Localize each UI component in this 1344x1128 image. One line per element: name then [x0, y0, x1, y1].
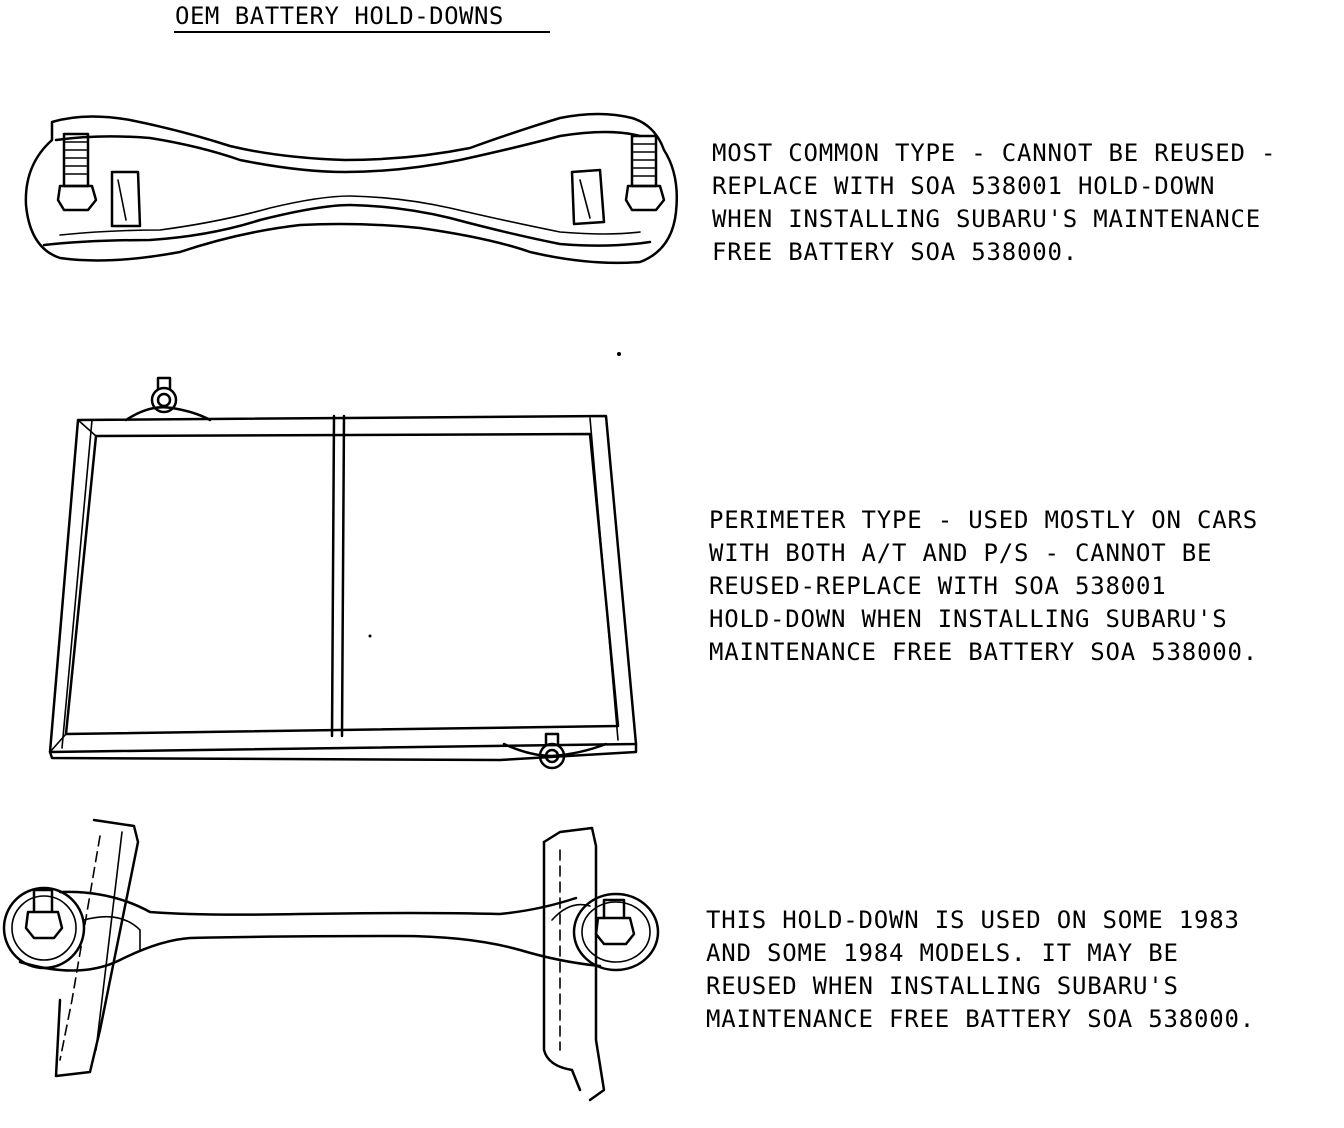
- description-line: REUSED WHEN INSTALLING SUBARU'S: [706, 972, 1179, 1000]
- description-line: WITH BOTH A/T AND P/S - CANNOT BE: [709, 539, 1213, 567]
- title-underline: [174, 31, 550, 33]
- bar-type-description: THIS HOLD-DOWN IS USED ON SOME 1983 AND …: [706, 904, 1255, 1036]
- description-line: PERIMETER TYPE - USED MOSTLY ON CARS: [709, 506, 1258, 534]
- common-type-description: MOST COMMON TYPE - CANNOT BE REUSED - RE…: [712, 137, 1276, 269]
- perimeter-type-description: PERIMETER TYPE - USED MOSTLY ON CARS WIT…: [709, 504, 1258, 669]
- description-line: REPLACE WITH SOA 538001 HOLD-DOWN: [712, 172, 1216, 200]
- description-line: FREE BATTERY SOA 538000.: [712, 238, 1078, 266]
- description-line: MAINTENANCE FREE BATTERY SOA 538000.: [706, 1005, 1255, 1033]
- description-line: THIS HOLD-DOWN IS USED ON SOME 1983: [706, 906, 1240, 934]
- page-title: OEM BATTERY HOLD-DOWNS: [175, 2, 504, 30]
- description-line: WHEN INSTALLING SUBARU'S MAINTENANCE: [712, 205, 1261, 233]
- description-line: MAINTENANCE FREE BATTERY SOA 538000.: [709, 638, 1258, 666]
- description-line: MOST COMMON TYPE - CANNOT BE REUSED -: [712, 139, 1277, 167]
- description-line: AND SOME 1984 MODELS. IT MAY BE: [706, 939, 1179, 967]
- description-line: REUSED-REPLACE WITH SOA 538001: [709, 572, 1167, 600]
- description-line: HOLD-DOWN WHEN INSTALLING SUBARU'S: [709, 605, 1228, 633]
